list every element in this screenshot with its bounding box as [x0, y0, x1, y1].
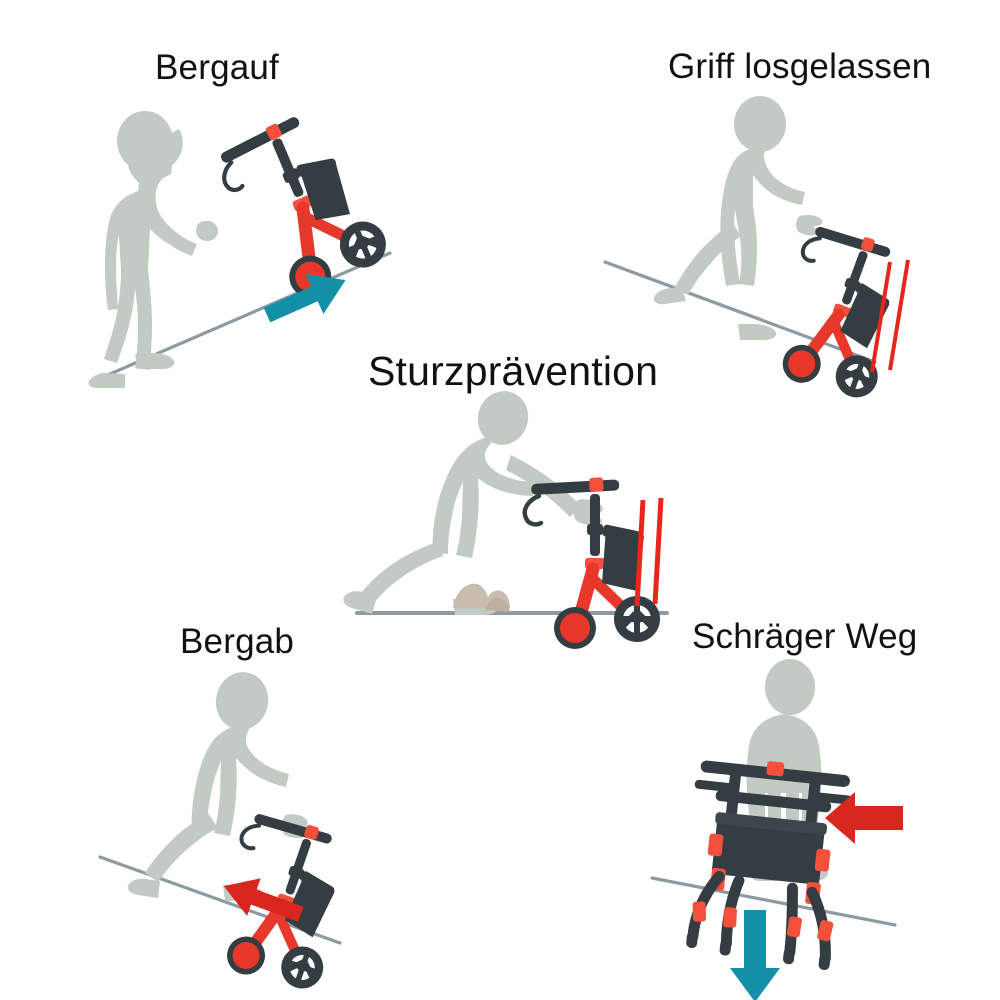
- scene-sturzpraevention: [335, 391, 695, 649]
- teal-arrow-downslope: [730, 910, 780, 1000]
- red-arrow-sideways: [825, 792, 903, 844]
- scene-bergauf: [88, 95, 415, 395]
- rollator-schraeger-weg: [686, 760, 853, 970]
- red-arrow-downhill: [223, 878, 304, 922]
- person-silhouette-sturzpraevention: [343, 391, 603, 615]
- person-silhouette-griff-losgelassen: [653, 96, 823, 340]
- panel-label-bergab: Bergab: [180, 622, 295, 661]
- ground-line-griff-losgelassen: [603, 260, 877, 364]
- rollator-griff-losgelassen: [782, 226, 891, 398]
- ground-line-schraeger-weg: [650, 876, 897, 927]
- panel-label-bergauf: Bergauf: [155, 48, 279, 87]
- person-silhouette-bergauf: [88, 111, 218, 388]
- brake-lines-griff-losgelassen: [870, 259, 910, 373]
- scene-bergab: [90, 665, 410, 989]
- brake-lines-sturzpraevention: [634, 497, 664, 607]
- center-title: Sturzprävention: [368, 348, 659, 394]
- rollator-bergauf: [221, 117, 386, 298]
- scene-griff-losgelassen: [600, 96, 945, 400]
- panel-label-schraeger-weg: Schräger Weg: [692, 617, 918, 656]
- scene-schraeger-weg: [650, 659, 995, 1000]
- rock-obstacle: [453, 583, 510, 612]
- teal-arrow-uphill: [263, 273, 346, 323]
- panel-label-griff-losgelassen: Griff losgelassen: [668, 47, 932, 86]
- person-silhouette-bergab: [127, 672, 308, 901]
- rollator-sturzpraevention: [522, 477, 660, 649]
